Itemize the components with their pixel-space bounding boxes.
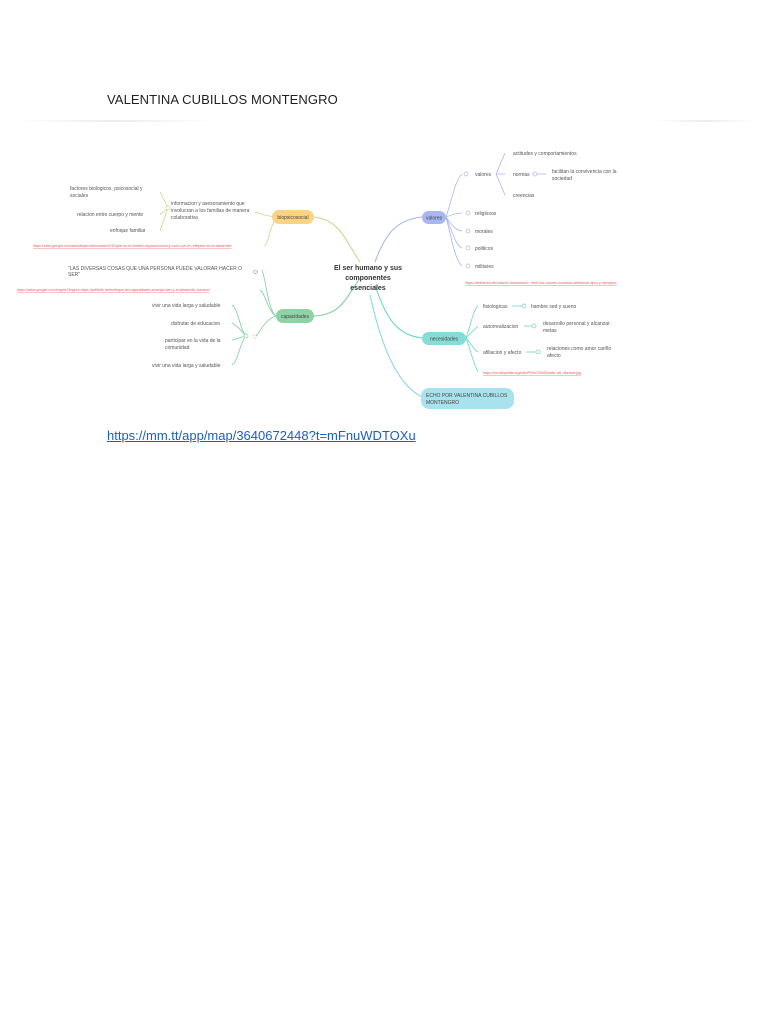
valores-sub: normas [513, 172, 530, 178]
joint [465, 245, 471, 251]
biopsicosocial-link[interactable]: https://sites.google.com/site/desarrollo… [33, 244, 231, 248]
joint [535, 349, 541, 355]
node-necesidades[interactable]: necesidades [422, 332, 466, 345]
leaf-vivir: vivir una vida larga y saludable [152, 303, 221, 309]
normas-sub: facilitan la convivencia con la [552, 169, 617, 175]
connector [313, 216, 361, 263]
svg-text:biopsicosocial: biopsicosocial [277, 215, 308, 221]
joint [465, 210, 471, 216]
leaf-educacion: disfrutar de educacion [171, 321, 220, 327]
svg-text:necesidades: necesidades [430, 337, 459, 343]
leaf-factores: factores biologicos, psicosocial y [70, 186, 143, 192]
connector [261, 269, 277, 317]
page-title: VALENTINA CUBILLOS MONTENGRO [107, 92, 338, 107]
connector [231, 304, 247, 366]
joint [465, 263, 471, 269]
svg-text:ECHO POR VALENTINA CUBILLOS: ECHO POR VALENTINA CUBILLOS [426, 393, 508, 399]
necesidades-sub: desarrollo personal y alcanzar [543, 321, 610, 327]
valores-sub: creencias [513, 193, 535, 199]
node-credit[interactable]: ECHO POR VALENTINA CUBILLOS MONTENGRO [421, 388, 514, 409]
connector [445, 173, 463, 218]
valores-item: politicos [475, 246, 494, 252]
connector [369, 294, 425, 399]
necesidades-sub: hambre sed y sueno [531, 304, 577, 310]
valores-item: militares [475, 264, 494, 270]
svg-text:colaborativa: colaborativa [171, 215, 198, 221]
normas-sub: sociedad [552, 176, 572, 182]
joint [521, 303, 527, 309]
connector [445, 212, 463, 267]
mindmap-link[interactable]: https://mm.tt/app/map/3640672448?t=mFnuW… [107, 428, 416, 443]
node-valores[interactable]: valores [422, 211, 446, 224]
leaf-enfoque: enfoque familiar [110, 228, 146, 234]
leaf-relacion: relacion entre cuerpo y mente [77, 212, 143, 218]
leaf-participar: participar en la vida de la [165, 338, 221, 344]
necesidades-item: afiliacion y afecto [483, 350, 522, 356]
valores-item: valores [475, 172, 492, 178]
joint [165, 205, 171, 211]
valores-link[interactable]: https://definicion.de/valores-humanos/#:… [465, 281, 617, 285]
comment-icon[interactable]: ☺ [252, 269, 259, 276]
svg-text:involucran a los familias de m: involucran a los familias de manera [171, 208, 250, 214]
necesidades-sub: relaciones como amor cariño [547, 346, 611, 352]
joint [531, 323, 537, 329]
biopsicosocial-description: informacion y asesoramiento que involucr… [171, 201, 250, 221]
connector [374, 216, 423, 263]
leaf-vivir: vivir una vida larga y saludable [152, 363, 221, 369]
leaf-participar: comunidad [165, 345, 190, 351]
connector [255, 315, 277, 337]
svg-text:esenciales: esenciales [350, 285, 386, 292]
divider [15, 120, 215, 122]
node-biopsicosocial[interactable]: biopsicosocial [272, 210, 314, 224]
necesidades-sub: afecto [547, 353, 561, 359]
connector [495, 152, 506, 196]
necesidades-link[interactable]: https://es.wikipedia.org/wiki/Pir%C3%A1m… [483, 371, 581, 375]
capacidades-link[interactable]: https://www.google.com/imgres?imgurl=htt… [17, 288, 210, 292]
node-capacidades[interactable]: capacidades [276, 309, 314, 323]
svg-text:componentes: componentes [345, 275, 391, 282]
svg-text:valores: valores [426, 216, 443, 222]
svg-text:capacidades: capacidades [281, 314, 310, 320]
joint [532, 171, 538, 177]
joint [243, 333, 249, 339]
svg-text:informacion y asesoramiento qu: informacion y asesoramiento que [171, 201, 245, 207]
connector [159, 191, 169, 232]
capacidades-quote: "LAS DIVERSAS COSAS QUE UNA PERSONA PUED… [68, 266, 242, 272]
valores-sub: actitudes y comportamientos [513, 151, 577, 157]
divider [655, 120, 755, 122]
joint [465, 228, 471, 234]
necesidades-item: fisiologicas [483, 304, 508, 310]
valores-item: morales [475, 229, 493, 235]
svg-text:MONTENGRO: MONTENGRO [426, 400, 459, 406]
svg-text:El ser humano y sus: El ser humano y sus [334, 265, 402, 272]
heart-icon: ♡ [252, 334, 257, 341]
leaf-factores: sociales [70, 193, 89, 199]
connector [259, 289, 277, 317]
mind-map: El ser humano y sus componentes esencial… [17, 151, 617, 409]
necesidades-sub: metas [543, 328, 557, 334]
capacidades-quote: SER" [68, 272, 80, 278]
valores-item: religiosos [475, 211, 497, 217]
connector [374, 284, 423, 339]
connector [313, 277, 361, 317]
connector [465, 305, 479, 373]
joint [463, 171, 469, 177]
connector [263, 217, 277, 247]
necesidades-item: autorrealizacion [483, 324, 519, 330]
center-node[interactable]: El ser humano y sus componentes esencial… [334, 265, 402, 292]
